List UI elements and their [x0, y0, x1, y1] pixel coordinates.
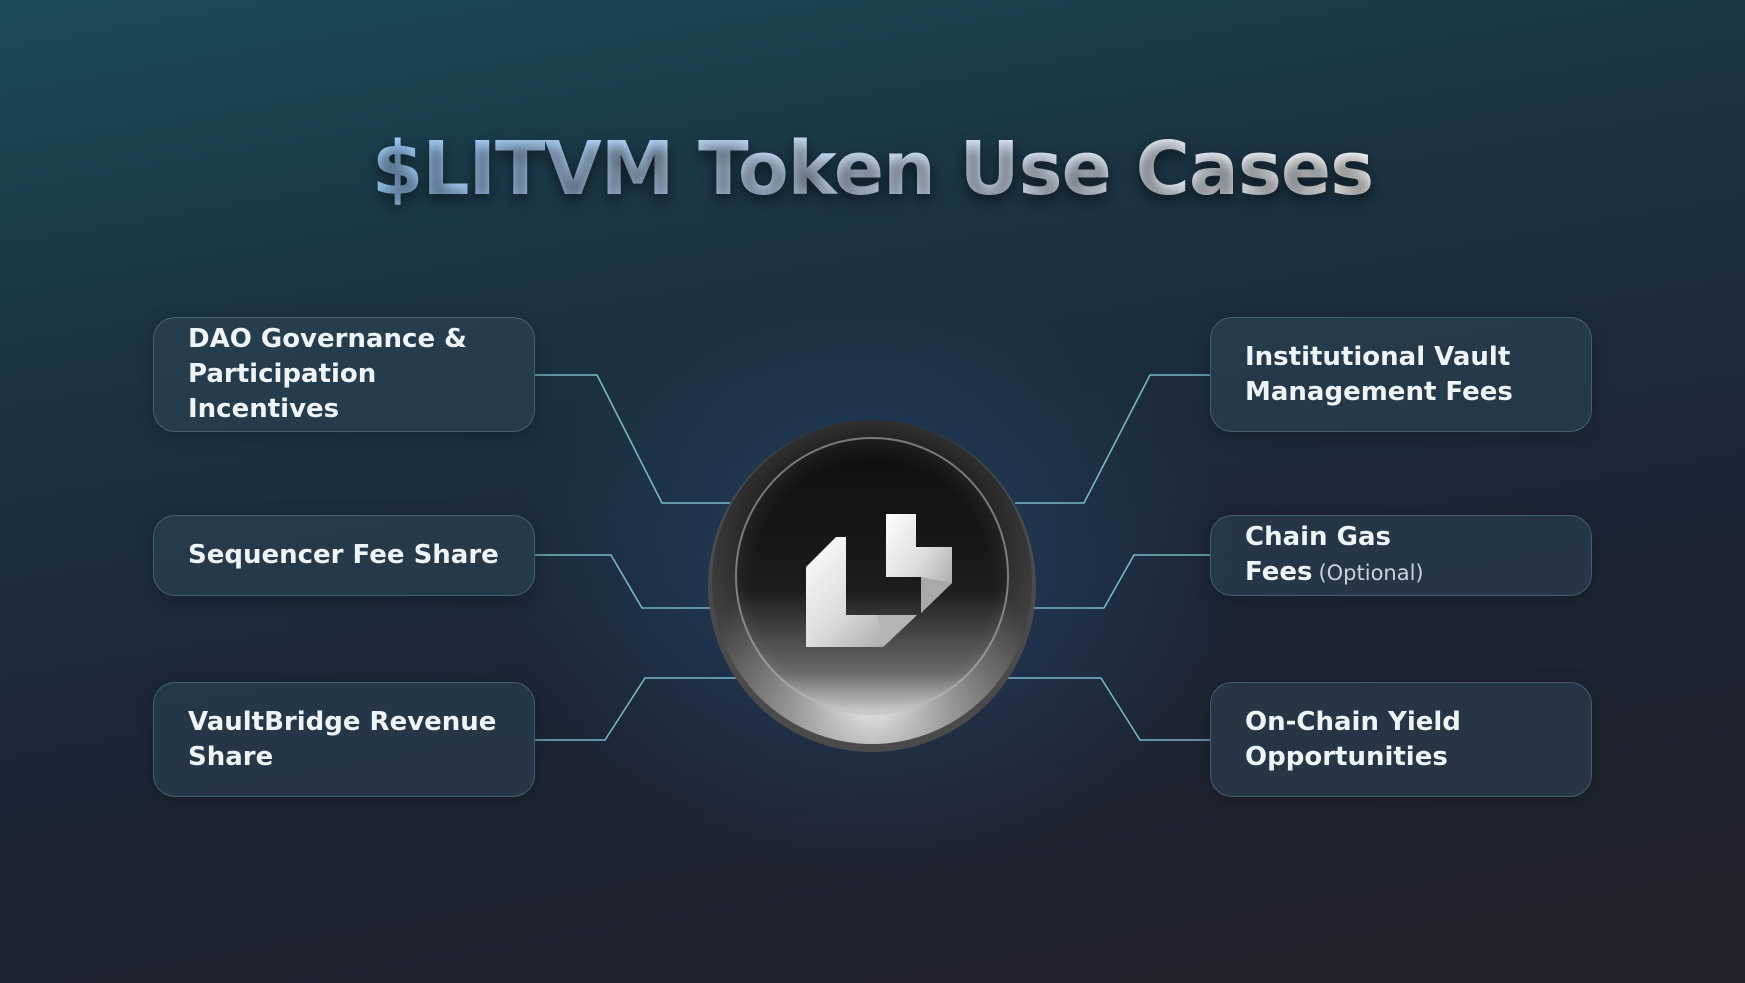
connector-left-3 — [535, 677, 738, 741]
use-case-dao-governance: DAO Governance & Participation Incentive… — [153, 317, 535, 432]
connector-left-1 — [535, 374, 730, 504]
connector-right-3 — [1008, 677, 1210, 741]
page-title: $LITVM Token Use Cases — [371, 126, 1374, 212]
use-case-sequencer-fee-share: Sequencer Fee Share — [153, 515, 535, 596]
litvm-logo-icon — [708, 420, 1036, 752]
connector-right-2 — [1033, 554, 1210, 609]
use-case-on-chain-yield: On-Chain Yield Opportunities — [1210, 682, 1592, 797]
connector-left-2 — [535, 554, 712, 609]
use-case-institutional-vault: Institutional Vault Management Fees — [1210, 317, 1592, 432]
use-case-vaultbridge-revenue: VaultBridge Revenue Share — [153, 682, 535, 797]
optional-note: (Optional) — [1318, 561, 1424, 585]
connector-right-1 — [1015, 374, 1210, 504]
use-case-chain-gas-fees: Chain Gas Fees(Optional) — [1210, 515, 1592, 596]
